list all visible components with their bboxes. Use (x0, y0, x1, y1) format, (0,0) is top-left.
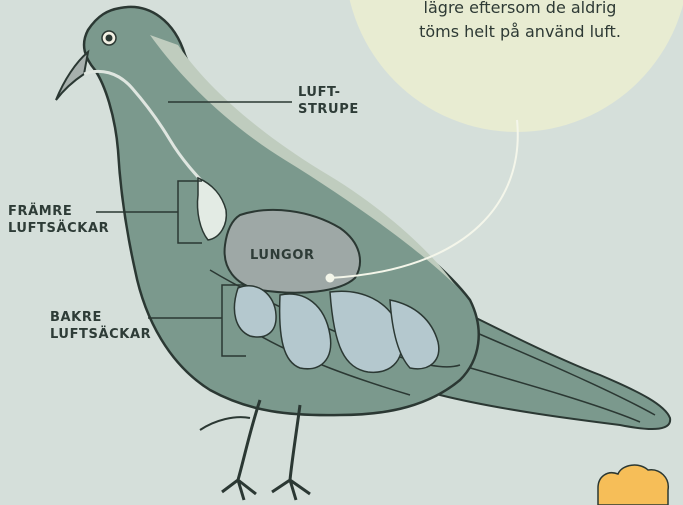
label-line: LUFT- (298, 84, 359, 101)
label-lungor: LUNGOR (250, 247, 315, 264)
decorative-orange-shape (598, 465, 668, 505)
callout-connector-dot (326, 274, 335, 283)
right-leg (272, 405, 310, 500)
label-line: LUFTSÄCKAR (8, 220, 109, 237)
label-framre-luftsackar: FRÄMRE LUFTSÄCKAR (8, 203, 109, 237)
label-line: STRUPE (298, 101, 359, 118)
label-line: BAKRE (50, 309, 151, 326)
label-luftstrupe: LUFT- STRUPE (298, 84, 359, 118)
label-line: LUFTSÄCKAR (50, 326, 151, 343)
label-bakre-luftsackar: BAKRE LUFTSÄCKAR (50, 309, 151, 343)
left-leg (222, 400, 260, 500)
callout-text: lägre eftersom de aldrig töms helt på an… (380, 0, 660, 44)
foot-claw (200, 417, 250, 430)
callout-line: töms helt på använd luft. (380, 20, 660, 44)
callout-line: lägre eftersom de aldrig (380, 0, 660, 20)
beak (56, 52, 88, 100)
pupil (106, 35, 113, 42)
label-line: FRÄMRE (8, 203, 109, 220)
label-line: LUNGOR (250, 247, 315, 264)
